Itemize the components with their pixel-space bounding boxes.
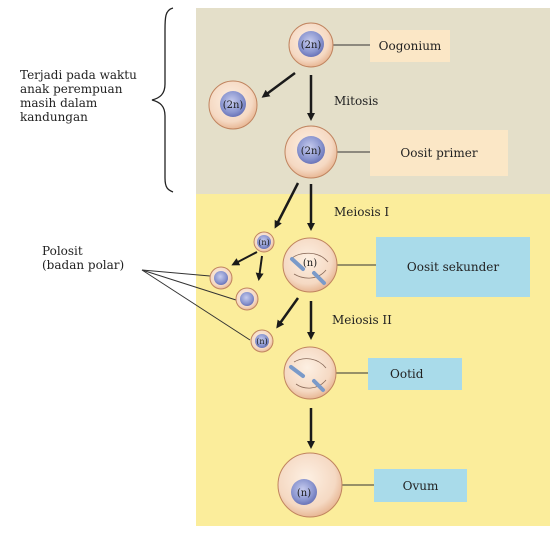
polar-body-division-left — [209, 266, 233, 290]
primary-oocyte-label: Oosit primer — [370, 130, 508, 176]
arrow-polar-split-left — [231, 251, 258, 266]
mitosis-daughter-cell: (2n) — [208, 80, 258, 130]
polar-body-note: Polosit (badan polar) — [42, 244, 142, 272]
polar-body-division-right — [235, 287, 259, 311]
prenatal-note-line: kandungan — [20, 110, 88, 124]
arrow-oogonium-to-daughter — [261, 71, 296, 98]
chromosome — [289, 365, 305, 378]
arrow-secondary-to-polar — [276, 297, 300, 329]
polar-body-note-line: (badan polar) — [42, 258, 125, 272]
first-polar-body-ploidy: (n) — [258, 238, 269, 247]
ootid-cell — [283, 346, 337, 400]
first-polar-body: (n) — [253, 231, 275, 253]
primary-oocyte-label-text: Oosit primer — [400, 146, 478, 160]
prenatal-note-line: Terjadi pada waktu — [20, 68, 137, 82]
prenatal-note-line: anak perempuan — [20, 82, 123, 96]
secondary-oocyte-label-text: Oosit sekunder — [406, 260, 500, 274]
oogonium-label: Oogonium — [370, 30, 450, 62]
polar-leader-2 — [141, 269, 237, 301]
chromosome — [290, 257, 305, 271]
oogonium-ploidy: (2n) — [301, 40, 322, 51]
polar-leader-1 — [141, 269, 211, 277]
oogonium-label-text: Oogonium — [378, 39, 442, 53]
polar-body-note-line: Polosit — [42, 244, 83, 258]
chromosome — [312, 379, 325, 392]
prenatal-brace — [151, 7, 174, 193]
ootid-label: Ootid — [368, 358, 462, 390]
second-polar-body-ploidy: (n) — [256, 337, 267, 346]
ovum-label-text: Ovum — [402, 478, 439, 493]
chromosome — [312, 271, 326, 285]
ovum-cell: (n) — [277, 452, 343, 518]
ovum-ploidy: (n) — [297, 488, 311, 499]
secondary-oocyte-ploidy: (n) — [303, 258, 317, 269]
secondary-oocyte-cell: (n) — [282, 237, 338, 293]
primary-oocyte-cell: (2n) — [284, 125, 338, 179]
meiosis-2-label: Meiosis II — [332, 313, 392, 327]
mitosis-daughter-ploidy: (2n) — [223, 100, 244, 111]
ovum-label: Ovum — [374, 469, 467, 502]
prenatal-note-line: masih dalam — [20, 96, 98, 110]
arrow-primary-to-polar — [274, 182, 300, 229]
mitosis-label: Mitosis — [334, 94, 379, 108]
meiosis-1-label: Meiosis I — [334, 205, 390, 219]
second-polar-body: (n) — [250, 329, 274, 353]
ootid-label-text: Ootid — [390, 367, 424, 381]
primary-oocyte-ploidy: (2n) — [301, 146, 322, 157]
arrow-polar-split-right — [255, 255, 264, 281]
secondary-oocyte-label: Oosit sekunder — [376, 237, 530, 297]
oogonium-cell: (2n) — [288, 22, 334, 68]
prenatal-note: Terjadi pada waktu anak perempuan masih … — [20, 68, 160, 124]
polar-leader-3 — [141, 269, 251, 341]
